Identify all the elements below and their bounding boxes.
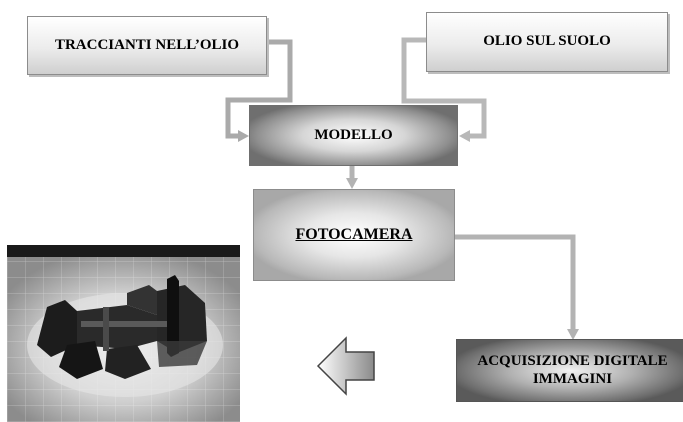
node-olio-sul-suolo: OLIO SUL SUOLO (426, 12, 668, 72)
arrowhead-traccianti (238, 130, 249, 142)
connector-traccianti-modello (225, 39, 293, 139)
model-photograph (7, 245, 240, 422)
left-arrow-icon (316, 336, 375, 396)
node-acquisizione-label-line1: ACQUISIZIONE DIGITALE (477, 353, 668, 370)
node-fotocamera: FOTOCAMERA (253, 189, 455, 281)
arrowhead-acquisizione (567, 329, 579, 340)
node-traccianti-label: TRACCIANTI NELL’OLIO (54, 36, 240, 53)
connector-olio-modello (401, 37, 487, 139)
node-acquisizione-label-line2: IMMAGINI (532, 370, 613, 387)
node-modello-label: MODELLO (314, 126, 393, 143)
node-traccianti-nell-olio: TRACCIANTI NELL’OLIO (27, 16, 267, 75)
node-acquisizione-digitale-immagini: ACQUISIZIONE DIGITALE IMMAGINI (456, 339, 683, 402)
connector-fotocamera-acquisizione (455, 234, 576, 330)
arrowhead-olio (459, 130, 470, 142)
arrowhead-fotocamera (346, 178, 358, 189)
model-photograph-image (7, 245, 240, 422)
node-fotocamera-label: FOTOCAMERA (295, 225, 413, 243)
node-modello: MODELLO (249, 105, 458, 166)
node-olio-label: OLIO SUL SUOLO (483, 33, 611, 50)
